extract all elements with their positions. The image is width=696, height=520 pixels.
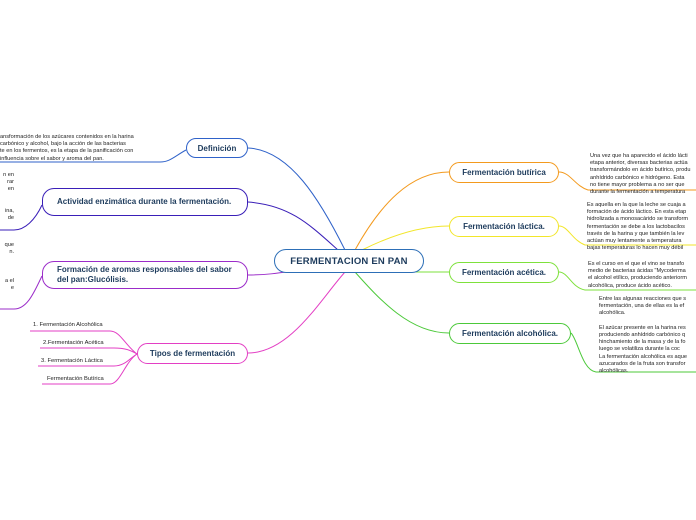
link-acetica-note [558,271,696,291]
note-line: Una vez que ha aparecido el ácido lácti [590,153,688,159]
note-line: El azúcar presente en la harina res [599,324,686,331]
note-line [0,201,14,208]
note-line: fermentación se debe a los lactobacilos [587,223,685,230]
link-formacion-note [0,275,43,310]
note-line: alcohólica. [599,310,626,317]
note-line: a el [4,277,14,284]
note-line [0,271,14,278]
note-line: etapa anterior, diversas bacterias actúa [590,160,688,167]
note-line: que [4,242,14,248]
note-line: hidrolizada a monosacárido se transform [587,216,689,223]
note-line: azucarados de la fruta son transfor [599,360,686,367]
note-line: transformándolo en ácido butírico, produ [590,167,691,174]
link-lactica-note [558,225,696,246]
topic-fermentacion-lactica[interactable]: Fermentación láctica. [449,216,559,237]
note-line: el alcohol etílico, produciendo anterior… [588,275,687,282]
note-lactica: Es aquella en la que la leche se cuaja a… [587,202,696,252]
link-tipos [247,271,346,354]
note-line: La fermentación alcohólica es aque [599,353,688,360]
note-line: n en [3,172,14,178]
link-actividad-note [0,204,43,231]
note-line [599,318,696,325]
note-line: Es aquella en la que la leche se cuaja a [587,202,686,208]
link-actividad [247,201,339,251]
note-line: e [10,285,14,292]
topic-fermentacion-acetica[interactable]: Fermentación acética. [449,262,559,283]
subtopic-fermentacion-butirica[interactable]: Fermentación Butírica [47,376,104,382]
link-butirica [354,171,450,251]
note-line: carbónico y alcohol, bajo la acción de l… [0,141,126,148]
subtopic-fermentacion-acetica[interactable]: 2.Fermentación Acética [43,340,104,346]
note-line [0,194,14,201]
note-line: influencia sobre el sabor y aroma del pa… [0,155,104,162]
topic-formacion-aromas[interactable]: Formación de aromas responsables del sab… [42,261,248,289]
subtopic-fermentacion-alcoholica[interactable]: 1. Fermentación Alcohólica [33,322,103,328]
note-line: fermentación, una de ellas es la ef [599,303,685,310]
link-definicion-note [0,149,187,163]
topic-definicion[interactable]: Definición [186,138,248,158]
link-sub-2 [40,347,138,355]
note-line: Entre las algunas reacciones que s [599,296,687,302]
link-alcoholica-note [570,332,696,373]
note-line: n. [9,249,14,256]
note-line: ansformación de los azúcares contenidos … [0,134,134,140]
note-line: produciendo anhídrido carbónico q [599,332,686,338]
note-line: través de la harina y que también la lev [587,230,685,237]
note-line [0,264,14,271]
note-line: luego se volatiliza durante la coc [599,346,680,353]
note-line: bajas temperaturas lo hacen muy débil [587,245,684,252]
link-lactica [361,225,450,251]
note-alcoholica: Entre las algunas reacciones que s ferme… [599,296,696,375]
note-line [0,256,14,263]
subtopic-fermentacion-lactica[interactable]: 3. Fermentación Láctica [41,358,103,364]
note-line: Es el curso en el que el vino se transfo [588,261,685,267]
note-line: no tiene mayor problema a no ser que [590,181,685,188]
note-definicion: ansformación de los azúcares contenidos … [0,134,160,163]
link-sub-4 [42,353,138,385]
note-line: alcohólicas. [599,368,629,375]
topic-tipos-fermentacion[interactable]: Tipos de fermentación [137,343,248,364]
note-line: en [7,186,14,193]
note-line: ina, [4,207,14,214]
note-line: formación de ácido láctico. En esta etap [587,209,687,216]
note-line: de [7,215,14,222]
note-butirica: Una vez que ha aparecido el ácido lácti … [590,153,696,196]
note-line: rar [7,179,14,186]
note-line: alcohólica, produce ácido acético. [588,282,672,289]
note-acetica: Es el curso en el que el vino se transfo… [588,261,696,290]
note-line: medio de bacterias ácidas "Mycoderma [588,268,686,275]
topic-fermentacion-butirica[interactable]: Fermentación butírica [449,162,559,183]
topic-actividad-enzimatica[interactable]: Actividad enzimática durante la fermenta… [42,188,248,216]
note-actividad: n en rar en ina, de [0,172,14,222]
note-line: te en los fermentos, es la etapa de la p… [0,148,134,155]
note-line: durante la fermentación a temperatura [590,189,686,196]
topic-fermentacion-alcoholica[interactable]: Fermentación alcohólica. [449,323,571,344]
link-definicion [247,147,346,251]
note-line: actúan muy lentamente a temperatura [587,238,682,245]
link-sub-1 [30,330,138,355]
note-line: hinchamiento de la masa y de la fo [599,339,686,346]
central-topic[interactable]: FERMENTACION EN PAN [274,249,424,273]
link-alcoholica [354,271,450,334]
note-formacion: que n. a el e [0,242,14,292]
link-butirica-note [558,171,696,191]
note-line: anhídrido carbónico e hidrógeno. Esta [590,174,685,181]
